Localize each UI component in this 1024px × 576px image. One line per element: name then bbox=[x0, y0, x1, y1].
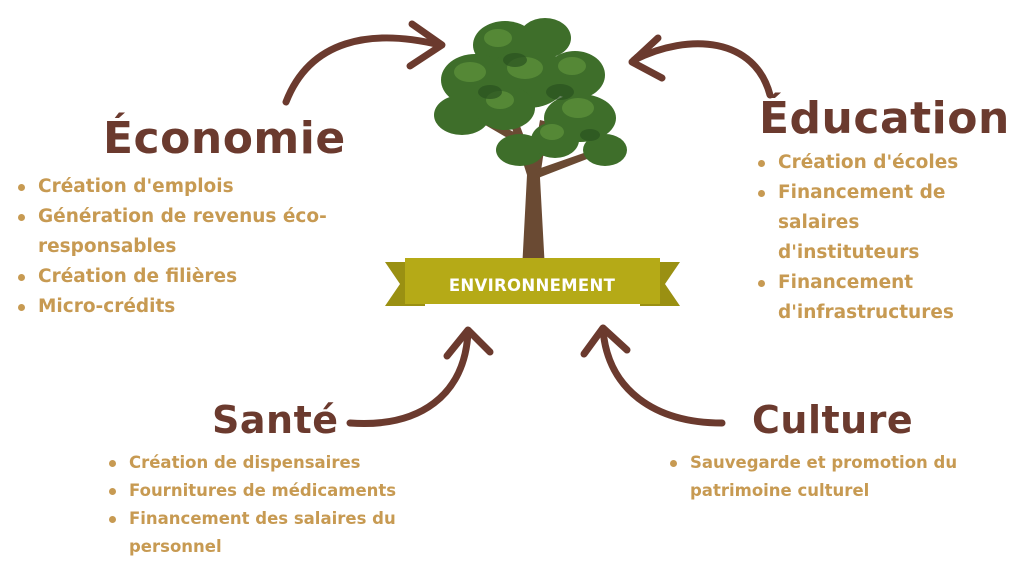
economie-title: Économie bbox=[103, 113, 346, 164]
list-item: Sauvegarde et promotion du patrimoine cu… bbox=[670, 449, 1010, 505]
list-item: Financement de salaires d'instituteurs bbox=[758, 178, 998, 268]
list-item: Micro-crédits bbox=[18, 292, 378, 322]
culture-list: Sauvegarde et promotion du patrimoine cu… bbox=[670, 449, 1010, 505]
arrow-sante-to-environment bbox=[346, 328, 472, 427]
environment-label: ENVIRONNEMENT bbox=[448, 275, 616, 295]
arrow-culture-to-environment bbox=[599, 326, 726, 427]
economie-list: Création d'emplois Génération de revenus… bbox=[18, 172, 378, 322]
tree-illustration bbox=[434, 18, 627, 270]
list-item: Financement des salaires du personnel bbox=[109, 505, 449, 561]
education-list: Création d'écoles Financement de salaire… bbox=[758, 148, 998, 328]
list-item: Création de dispensaires bbox=[109, 449, 449, 477]
sante-title: Santé bbox=[212, 398, 339, 442]
education-title: Éducation bbox=[759, 93, 1010, 144]
list-item: Création de filières bbox=[18, 262, 378, 292]
arrow-economie-to-environment bbox=[282, 34, 444, 106]
list-item: Financement d'infrastructures bbox=[758, 268, 998, 328]
list-item: Génération de revenus éco-responsables bbox=[18, 202, 378, 262]
arrowhead-sante bbox=[443, 326, 494, 360]
arrowhead-culture bbox=[580, 324, 631, 358]
sante-list: Création de dispensaires Fournitures de … bbox=[109, 449, 449, 561]
list-item: Fournitures de médicaments bbox=[109, 477, 449, 505]
environment-banner bbox=[385, 258, 680, 306]
arrow-education-to-environment bbox=[630, 40, 774, 99]
arrowhead-education bbox=[628, 34, 666, 82]
list-item: Création d'écoles bbox=[758, 148, 998, 178]
arrowhead-economie bbox=[406, 20, 446, 70]
list-item: Création d'emplois bbox=[18, 172, 378, 202]
culture-title: Culture bbox=[752, 398, 914, 442]
